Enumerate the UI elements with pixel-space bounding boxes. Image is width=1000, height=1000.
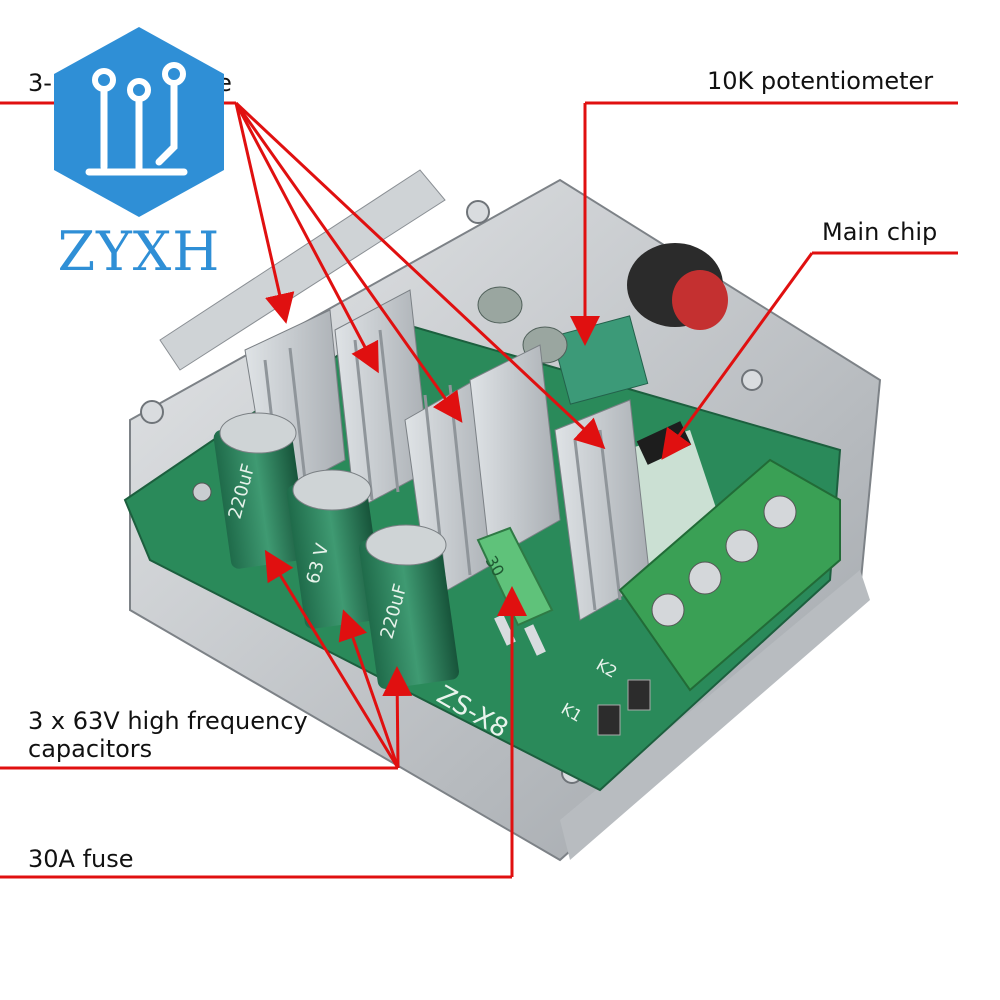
tube-callout-prefix: 3-: [28, 69, 52, 97]
capacitors-callout-line1: 3 x 63V high frequency: [28, 707, 308, 735]
potentiometer-callout-label: 10K potentiometer: [707, 67, 934, 95]
terminal-screw: [651, 593, 685, 627]
large-capacitor: 220uF: [358, 524, 460, 689]
fuse: 30: [476, 526, 554, 656]
annotation-lines: [0, 101, 958, 879]
large-capacitor: 63 V: [286, 469, 385, 629]
capacitors-callout-line2: capacitors: [28, 735, 153, 763]
terminal-screw: [725, 529, 759, 563]
circuit-hexagon-icon: [54, 27, 224, 217]
terminal-screw: [688, 561, 722, 595]
large-capacitor: 220uF: [213, 412, 309, 569]
terminal-screw: [763, 495, 797, 529]
case-screw: [466, 200, 490, 224]
main-chip-callout-label: Main chip: [822, 218, 938, 246]
terminal-block: [618, 458, 841, 692]
case-screw: [140, 400, 164, 424]
fuse-callout-label: 30A fuse: [28, 845, 134, 873]
brand-logo-text: ZYXH: [57, 220, 221, 283]
brand-logo: ZYXH: [44, 22, 234, 292]
case-screw: [741, 369, 763, 391]
